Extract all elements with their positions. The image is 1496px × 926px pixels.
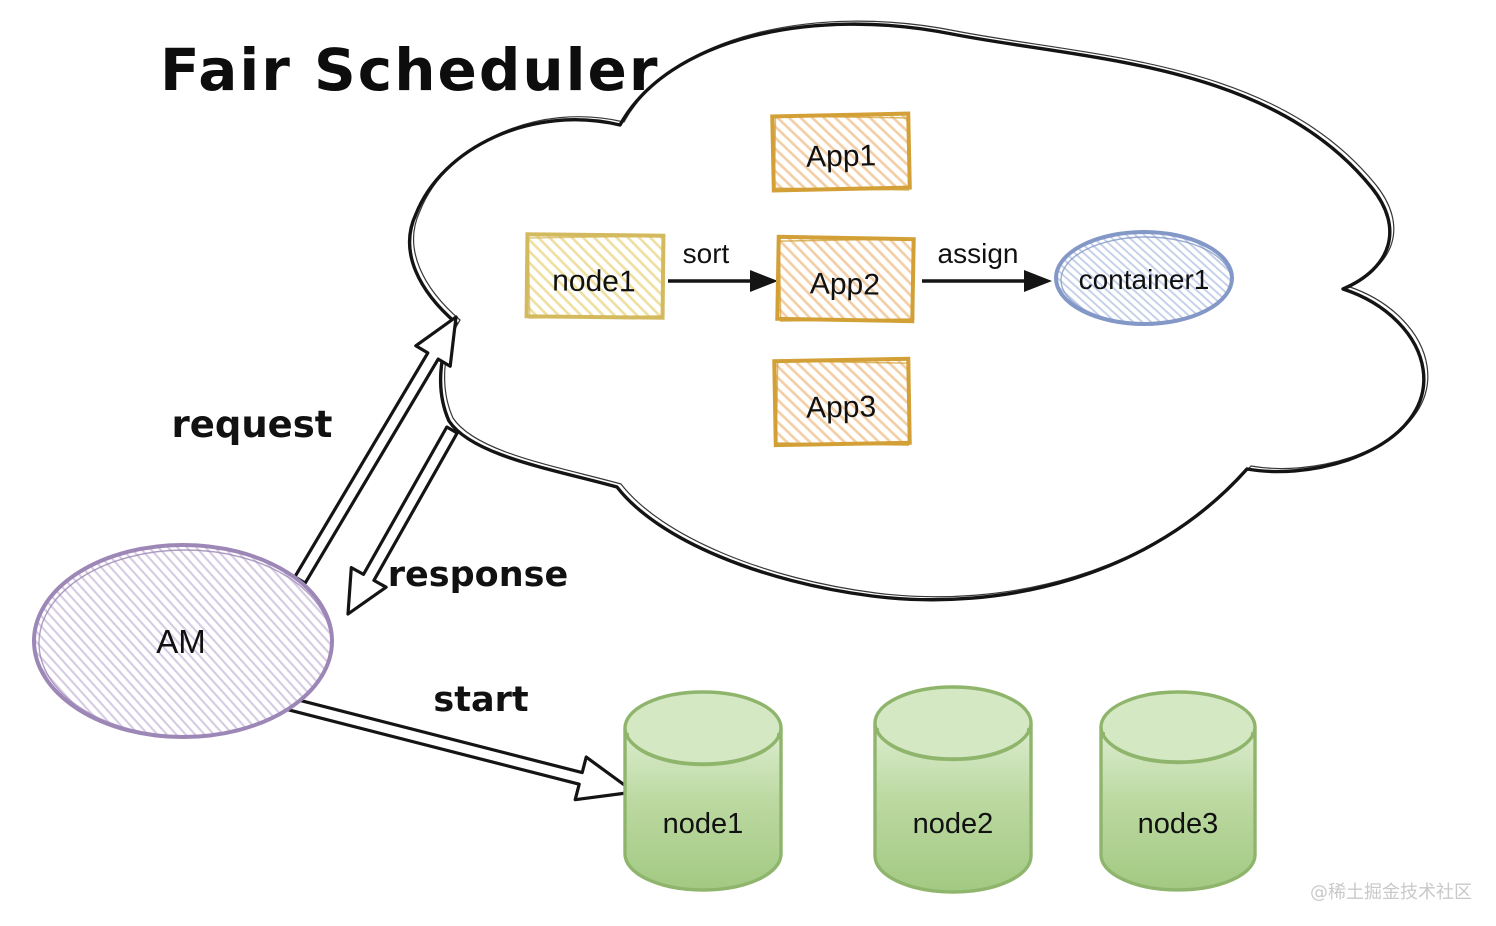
- am-node: AM: [32, 543, 334, 739]
- app1-rect-sketch: [773, 115, 911, 191]
- assign-arrowhead: [1024, 270, 1052, 292]
- node1-box: node1: [524, 232, 666, 320]
- node1box-rect-sketch: [527, 235, 665, 319]
- node1-cylinder-rim: [627, 732, 779, 767]
- start-label: start: [433, 680, 528, 720]
- assign-label: assign: [938, 238, 1019, 269]
- response-arrow: [346, 425, 459, 616]
- app3-label: App3: [806, 390, 877, 424]
- node2-cylinder-rim: [877, 727, 1029, 762]
- cloud-outline-sketch: [412, 20, 1429, 598]
- node2-cylinder-top: [873, 685, 1033, 761]
- am-ellipse-sketch: [38, 549, 332, 737]
- node3-cylinder-body: [1099, 727, 1257, 892]
- app1-label: App1: [806, 139, 877, 173]
- node2-label: node2: [913, 808, 994, 840]
- container1-ellipse: [1054, 230, 1234, 326]
- app3-rect-sketch: [775, 360, 911, 446]
- node1-cylinder-body: [623, 728, 783, 892]
- node3-cylinder-top: [1099, 690, 1257, 764]
- app3-box: App3: [772, 356, 912, 448]
- page-title: Fair Scheduler: [160, 36, 659, 104]
- edge-arrows: [282, 315, 636, 802]
- response-label: response: [388, 555, 568, 595]
- node2-cylinder-body: [873, 723, 1033, 894]
- start-arrow: [282, 695, 636, 802]
- sort-arrowhead: [750, 270, 778, 292]
- request-arrow: [293, 315, 458, 585]
- container1-ellipse-sketch: [1060, 236, 1232, 324]
- node3-cylinder-rim: [1103, 731, 1253, 765]
- app2-rect-sketch: [778, 238, 915, 322]
- assign-arrow-group: assign: [922, 238, 1052, 292]
- container1-node: container1: [1054, 230, 1234, 326]
- request-label: request: [172, 403, 333, 446]
- node1box-label: node1: [552, 265, 636, 299]
- am-label: AM: [156, 623, 206, 660]
- sort-label: sort: [683, 238, 730, 269]
- app2-box: App2: [775, 234, 916, 324]
- node2-cylinder: node2: [873, 685, 1033, 894]
- node3-cylinder: node3: [1099, 690, 1257, 892]
- app1-box: App1: [770, 111, 912, 193]
- am-ellipse: [32, 543, 334, 739]
- sort-arrow-group: sort: [668, 238, 778, 292]
- watermark-text: @稀土掘金技术社区: [1310, 882, 1472, 903]
- node1-cylinder: node1: [623, 690, 783, 892]
- node1-cylinder-top: [623, 690, 783, 766]
- app2-label: App2: [810, 267, 881, 301]
- node1-label: node1: [663, 808, 744, 840]
- node3-label: node3: [1138, 808, 1219, 840]
- container1-label: container1: [1079, 264, 1210, 295]
